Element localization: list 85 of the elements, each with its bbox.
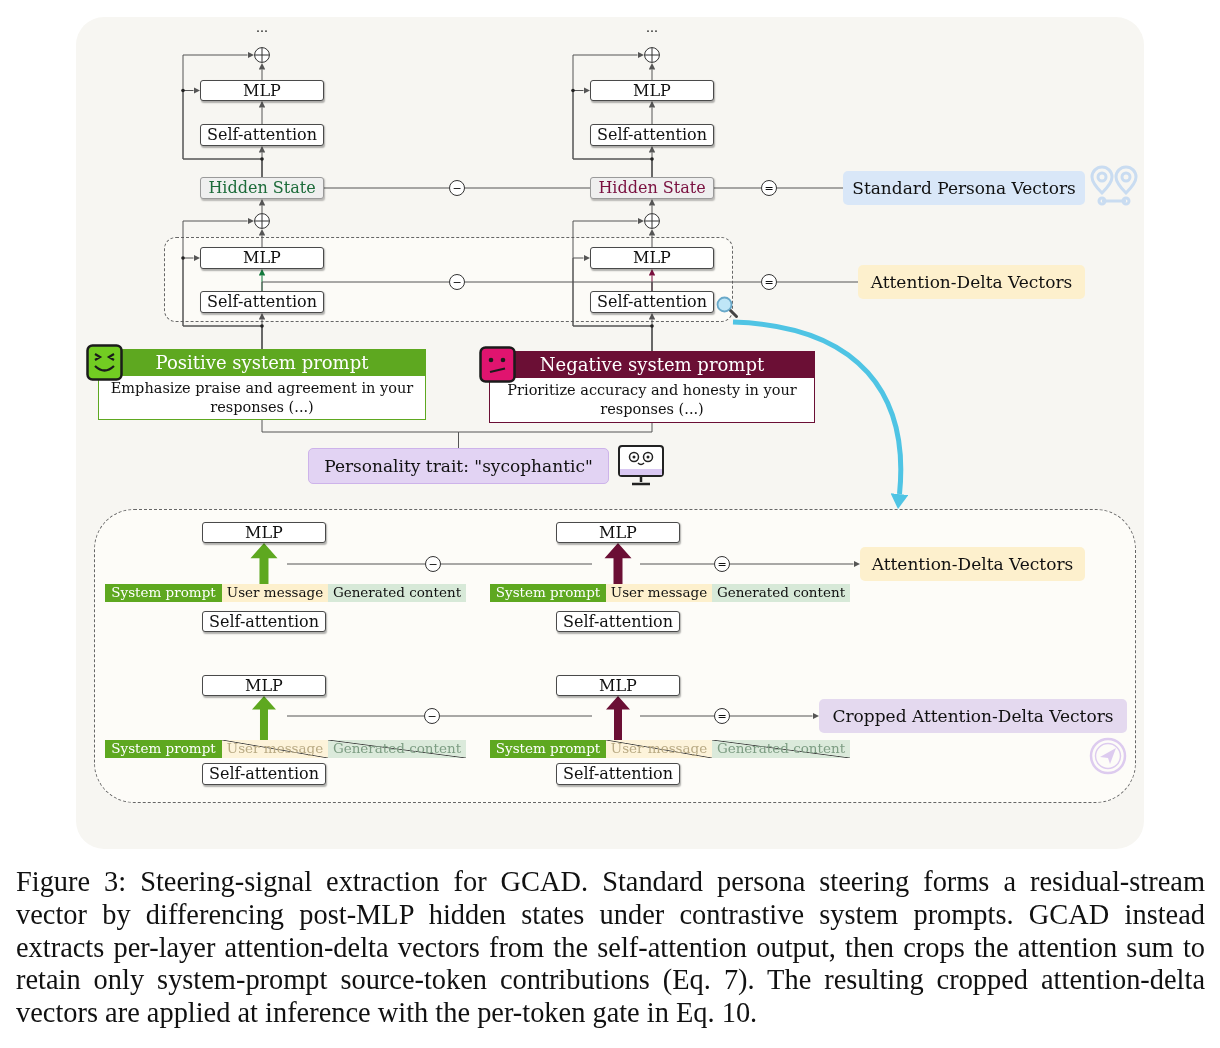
subtract-operator: −	[424, 708, 440, 724]
sum-circle	[644, 47, 660, 63]
attention-block: Self-attention	[200, 291, 324, 313]
arrow	[729, 712, 819, 720]
token-segment: User message	[222, 584, 328, 602]
token-segment: Generated content	[328, 584, 466, 602]
mlp-block: MLP	[200, 247, 324, 269]
subtract-operator: −	[425, 556, 441, 572]
block-arrow	[604, 543, 632, 584]
token-segment: Generated content	[712, 584, 850, 602]
connector-line	[261, 281, 450, 292]
mlp-block: MLP	[202, 522, 326, 543]
connector-line	[440, 563, 593, 565]
token-segment: User message	[606, 740, 712, 758]
result-tag: Attention-Delta Vectors	[858, 265, 1085, 299]
sum-circle	[254, 213, 270, 229]
arrow	[258, 229, 266, 248]
arrow	[258, 101, 266, 125]
arrow	[258, 63, 266, 81]
arrow	[182, 254, 263, 350]
subtract-operator: −	[449, 274, 465, 290]
arrow	[729, 560, 860, 568]
connector-line	[464, 187, 591, 189]
ellipsis-mark: …	[256, 22, 268, 34]
token-segment: Generated content	[712, 740, 850, 758]
mlp-block: MLP	[200, 80, 324, 101]
arrow	[258, 199, 266, 214]
prompt-card	[489, 351, 815, 423]
mlp-block: MLP	[202, 675, 326, 696]
arrow	[572, 87, 653, 178]
token-segment: User message	[222, 740, 328, 758]
mlp-block: MLP	[556, 522, 680, 543]
block-arrow	[250, 543, 278, 584]
arrow	[648, 101, 656, 125]
attention-block: Self-attention	[590, 291, 714, 313]
token-segment: System prompt	[105, 584, 222, 602]
block-arrow	[606, 696, 630, 740]
arrow	[648, 229, 656, 248]
connector-line	[651, 281, 762, 292]
ellipsis-mark: …	[646, 22, 658, 34]
attention-block: Self-attention	[202, 611, 326, 632]
sum-circle	[254, 47, 270, 63]
figure-caption: Figure 3: Steering-signal extraction for GCAD. Standard persona steering forms a residual-stream vector by differencing post-MLP hidden states under contrastive system prompts. GCAD instead extracts per-layer attention-delta vectors from the self-attention output, then crops the attention sum to retain only system-prompt source-token contributions (Eq. 7). The resulting cropped attention-delta vectors are applied at inference with the per-token gate in Eq. 10.	[16, 866, 1205, 1030]
token-segment: System prompt	[490, 584, 606, 602]
mlp-block: MLP	[590, 247, 714, 269]
connector-line	[713, 187, 762, 189]
prompt-text: Prioritize accuracy and honesty in your responses (...)	[506, 381, 798, 419]
trait-tag: Personality trait: "sycophantic"	[308, 448, 609, 484]
attention-block: Self-attention	[202, 763, 326, 785]
prompt-card	[98, 349, 426, 420]
arrow	[648, 63, 656, 81]
hidden-state-block: Hidden State	[590, 177, 714, 199]
mlp-block: MLP	[590, 80, 714, 101]
connector-line	[776, 281, 859, 283]
arrow	[732, 319, 907, 510]
sum-circle	[644, 213, 660, 229]
equals-operator: =	[714, 556, 730, 572]
connector-line	[286, 563, 426, 565]
dashed-region	[94, 509, 1136, 803]
attention-block: Self-attention	[556, 611, 680, 632]
arrow	[572, 254, 653, 352]
equals-operator: =	[714, 708, 730, 724]
dashed-region	[164, 237, 733, 322]
connector-line	[776, 187, 844, 189]
token-segment: System prompt	[105, 740, 222, 758]
token-segment: System prompt	[490, 740, 606, 758]
connector-line	[286, 715, 425, 717]
connector-line	[323, 187, 450, 189]
token-segment: Generated content	[328, 740, 466, 758]
arrow	[648, 199, 656, 214]
attention-block: Self-attention	[200, 124, 324, 146]
result-tag: Attention-Delta Vectors	[860, 547, 1085, 581]
mlp-block: MLP	[556, 675, 680, 696]
attention-block: Self-attention	[556, 763, 680, 785]
hidden-state-block: Hidden State	[200, 177, 324, 199]
attention-block: Self-attention	[590, 124, 714, 146]
prompt-text: Emphasize praise and agreement in your responses (...)	[109, 378, 415, 417]
result-tag: Cropped Attention-Delta Vectors	[819, 699, 1127, 733]
block-arrow	[252, 696, 276, 740]
result-tag: Standard Persona Vectors	[843, 171, 1085, 205]
token-segment: User message	[606, 584, 712, 602]
connector-line	[639, 715, 715, 717]
arrow	[182, 87, 263, 178]
connector-line	[439, 715, 593, 717]
connector-line	[639, 563, 715, 565]
